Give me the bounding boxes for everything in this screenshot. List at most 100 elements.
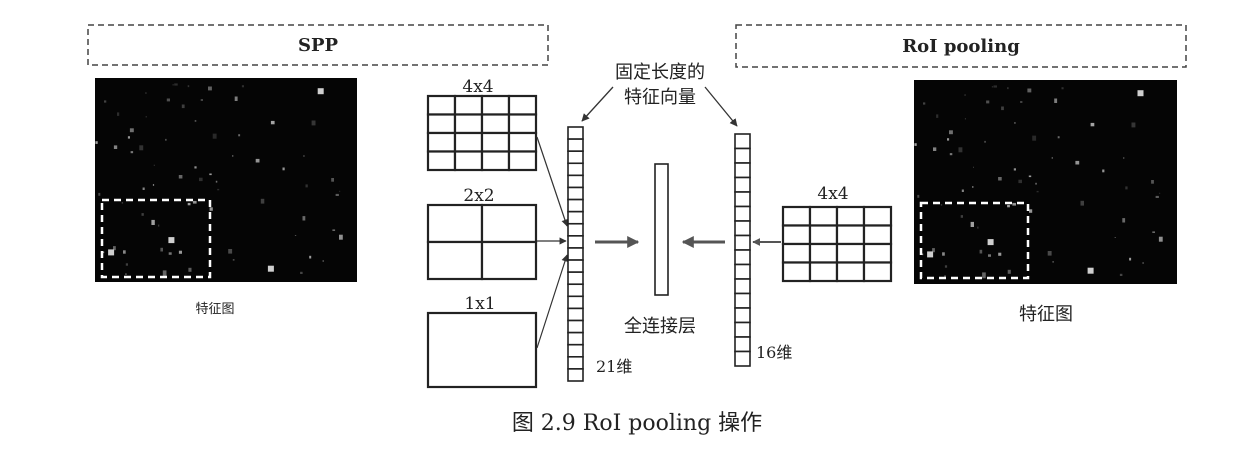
roi-speckle-dot [960, 215, 963, 218]
spp-speckle-dot [212, 133, 217, 139]
roi-speckle-dot [1151, 180, 1154, 184]
spp-grid-4x4-cell [507, 113, 538, 135]
spp-speckle-dot [166, 98, 170, 102]
spp-speckle-dot [188, 267, 192, 272]
fully-connected-layer: 全连接层 [595, 163, 725, 337]
spp-speckle-dot [160, 247, 163, 252]
roi-speckle-dot [1035, 182, 1037, 185]
figure-caption: 图 2.9 RoI pooling 操作 [512, 411, 762, 436]
spp-speckle-dot [174, 83, 178, 86]
spp-grid-2x2: 2x2 [426, 186, 538, 281]
spp-title: SPP [298, 35, 339, 56]
spp-feature-speckle [95, 83, 343, 277]
spp-speckle-dot [95, 141, 98, 144]
roi-speckle-dot [932, 248, 935, 253]
spp-feature-map: 特征图 [95, 78, 357, 317]
roi-speckle-dot [942, 252, 945, 256]
roi-vector-cell [734, 292, 751, 309]
roi-speckle-dot [1131, 122, 1136, 128]
roi-vector-cell [734, 350, 751, 367]
spp-grid-4x4: 4x4 [426, 77, 538, 172]
roi-speckle-dot [1158, 236, 1163, 242]
spp-vector-cell [567, 368, 584, 382]
roi-grid-4x4-cell [781, 242, 812, 264]
roi-grid-4x4-cell [808, 261, 839, 283]
spp-speckle-dot [311, 120, 316, 126]
roi-speckle-dot [973, 166, 974, 168]
roi-grid-4x4: 4x4 [752, 184, 893, 283]
spp-speckle-dot [151, 219, 155, 225]
roi-speckle-dot [949, 153, 953, 156]
roi-speckle-dot [961, 189, 964, 192]
spp-speckle-dot [125, 273, 127, 275]
roi-speckle-dot [1007, 204, 1010, 208]
spp-grid-4x4-cell [453, 113, 484, 135]
roi-speckle-dot [964, 94, 966, 96]
roi-speckle-dot [940, 204, 943, 206]
spp-speckle-dot [270, 120, 275, 125]
roi-speckle-dot [1129, 257, 1132, 261]
spp-speckle-dot [165, 138, 167, 141]
roi-speckle-dot [1122, 218, 1126, 223]
spp-speckle-dot [215, 180, 218, 183]
spp-vector-cell [567, 198, 584, 213]
roi-grid-4x4-cell [835, 224, 866, 246]
spp-vector-cell [567, 235, 584, 249]
spp-grid-1x1-cells [426, 311, 538, 389]
roi-vector-label: 16维 [756, 343, 792, 362]
spp-speckle-dot [300, 271, 303, 274]
spp-header-box [87, 24, 549, 66]
roi-speckle-dot [1029, 209, 1033, 213]
roi-speckle-dot [1090, 122, 1095, 127]
roi-vector-cell [734, 249, 751, 266]
spp-speckle-dot [123, 250, 126, 254]
spp-speckle-dot [142, 187, 145, 190]
roi-vector-cell [734, 278, 751, 295]
roi-feature-vector: 16维 [734, 133, 792, 367]
roi-speckle-dot [1054, 98, 1058, 103]
arrow-1x1-to-vector [536, 254, 569, 349]
spp-speckle-dot [98, 192, 101, 196]
arrow-to-spp-vector [581, 86, 614, 122]
roi-grid-4x4-cell [808, 224, 839, 246]
spp-grid-4x4-cell [453, 94, 484, 116]
spp-speckle-dot [129, 128, 134, 133]
spp-speckle-dot [331, 178, 334, 182]
spp-speckle-dot [282, 167, 285, 171]
spp-speckle-dot [153, 164, 155, 166]
spp-speckle-dot [200, 99, 203, 101]
roi-speckle-blob [987, 239, 994, 246]
roi-grid-4x4-cell [862, 242, 893, 264]
spp-grid-4x4-cell [480, 150, 511, 172]
spp-speckle-dot [309, 255, 312, 259]
spp-speckle-dot [260, 198, 265, 204]
arrow-to-roi-vector [704, 86, 738, 127]
spp-speckle-dot [232, 259, 235, 261]
spp-grid-2x2-cell [426, 203, 484, 244]
roi-speckle-dot [979, 249, 983, 254]
spp-grid-4x4-cell [507, 131, 538, 153]
spp-speckle-dot [130, 151, 134, 154]
roi-speckle-dot [1014, 122, 1016, 124]
spp-grid-1x1-label: 1x1 [464, 294, 495, 314]
roi-vector-cell [734, 234, 751, 251]
roi-speckle-dot [1032, 135, 1037, 141]
roi-speckle-dot [944, 275, 946, 277]
spp-speckle-blob [108, 249, 115, 256]
spp-feature-map-label: 特征图 [195, 302, 234, 317]
spp-speckle-dot [187, 85, 190, 88]
roi-speckle-dot [1152, 231, 1155, 233]
spp-grid-4x4-cell [453, 131, 484, 153]
roi-speckle-dot [998, 252, 1002, 256]
spp-speckle-dot [162, 270, 167, 277]
roi-grid-4x4-cell [835, 261, 866, 283]
spp-speckle-dot [187, 202, 191, 206]
roi-speckle-dot [1080, 200, 1084, 206]
roi-speckle-dot [1012, 202, 1016, 206]
spp-speckle-dot [303, 155, 305, 157]
roi-vector-cell [734, 220, 751, 237]
roi-feature-vector-cells [734, 133, 751, 367]
roi-grid-4x4-cell [835, 205, 866, 227]
roi-speckle-dot [923, 102, 926, 105]
